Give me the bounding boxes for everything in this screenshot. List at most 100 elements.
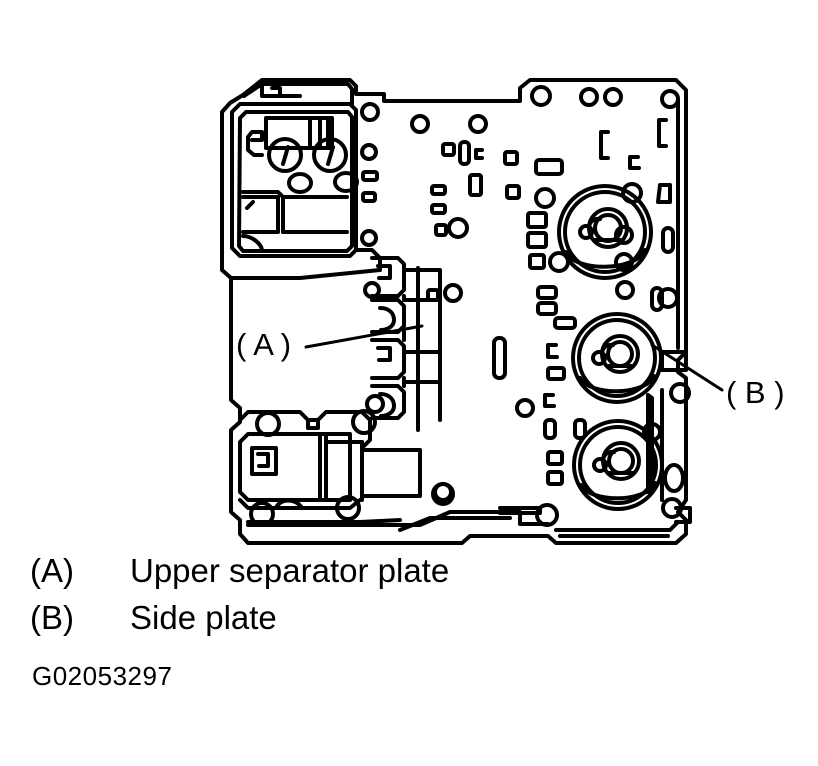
mid-left-step-edge — [229, 268, 382, 280]
lower-left-inner-box — [250, 446, 278, 476]
upper-left-small-slot — [245, 200, 255, 210]
port-rect-m1 — [441, 142, 456, 157]
figure-id-code: G02053297 — [32, 661, 173, 691]
port-hook-c13 — [543, 393, 556, 408]
solenoid-port-small-center — [287, 172, 313, 194]
port-hole-r13 — [669, 382, 691, 404]
port-rect-c12 — [546, 366, 566, 381]
bolt-hole-top-3 — [468, 114, 488, 134]
bolt-hole-top-5 — [579, 87, 599, 107]
legend-row-a: (A) Upper separator plate — [30, 552, 590, 599]
upper-left-round-corner — [241, 234, 264, 253]
port-slot-m10 — [492, 336, 507, 380]
port-bracket-r1 — [599, 130, 610, 160]
port-rect-c5 — [526, 211, 548, 229]
bolt-hole-left-3 — [363, 281, 381, 299]
mid-left-hook-3 — [376, 346, 392, 362]
legend-text-a: Upper separator plate — [130, 552, 450, 589]
bottom-flange-line-2 — [398, 516, 512, 532]
port-rect-m5 — [430, 203, 447, 215]
port-rect-m6 — [434, 223, 448, 237]
port-slot-c10 — [536, 301, 558, 316]
port-rect-m12 — [468, 173, 483, 197]
solenoid-port-right — [312, 137, 348, 173]
legend-row-b: (B) Side plate — [30, 599, 590, 646]
bolt-hole-bottom-4 — [535, 503, 559, 527]
lower-left-flange — [238, 498, 362, 510]
port-hole-c14 — [515, 398, 535, 418]
callout-label-b: ( B ) — [726, 375, 785, 410]
bolt-hole-left-2 — [360, 229, 378, 247]
mid-left-hook-1 — [376, 264, 392, 280]
bottom-flange-line-1 — [246, 510, 550, 527]
port-slot-m2 — [458, 140, 471, 166]
bolt-hole-bottom-3 — [431, 482, 455, 506]
bolt-hole-top-4 — [530, 85, 552, 107]
legend-marker-b: (B) — [30, 599, 74, 636]
lower-left-shelf — [360, 448, 422, 498]
mid-left-shelf-3 — [402, 350, 442, 384]
port-rect-m9 — [426, 288, 440, 302]
port-hole-r15 — [661, 497, 683, 519]
port-slot-c15 — [543, 418, 557, 440]
mid-left-boss-1 — [370, 256, 406, 298]
legend-text-b: Side plate — [130, 599, 277, 636]
port-hole-r6 — [614, 225, 634, 245]
lower-left-step-top — [306, 418, 320, 430]
bolt-hole-top-6 — [603, 87, 623, 107]
lower-left-inner-hook — [256, 452, 270, 468]
port-hole-r10 — [615, 280, 635, 300]
bolt-hole-bottom-2 — [335, 495, 361, 521]
port-slot-c16 — [573, 418, 587, 440]
bolt-hole-left-4 — [365, 394, 385, 414]
port-hole-c4 — [534, 187, 556, 209]
port-slot-r8 — [661, 226, 675, 254]
lower-left-flange-arc — [274, 498, 304, 510]
lower-left-bottom-lip — [246, 518, 402, 524]
lower-left-block-body — [238, 432, 352, 502]
valve-body-outline — [220, 78, 688, 545]
port-rect-c2 — [534, 158, 564, 176]
solenoid-port-right-slash — [326, 145, 335, 166]
bottom-flange-right — [554, 520, 680, 532]
mid-left-hook-2 — [378, 306, 396, 332]
callout-label-a: ( A ) — [236, 327, 292, 362]
port-hook-c11 — [546, 343, 559, 359]
upper-left-block-inner — [237, 110, 354, 253]
port-hook-r5 — [628, 155, 641, 170]
port-bracket-r2 — [657, 118, 668, 148]
port-tri-r3 — [656, 183, 672, 204]
mid-left-boss-3 — [370, 338, 406, 380]
upper-left-block-notch — [260, 82, 302, 98]
bolt-hole-top-2 — [410, 114, 430, 134]
accumulator-boss-lower — [572, 419, 664, 511]
port-hole-r11 — [657, 287, 679, 309]
port-slot-c9 — [536, 285, 558, 300]
leader-line-b — [650, 343, 724, 392]
accumulator-boss-upper — [557, 184, 653, 280]
solenoid-port-left — [267, 137, 303, 173]
port-rect-c17 — [546, 450, 564, 466]
leader-line-a — [304, 324, 424, 349]
solenoid-port-small-right — [333, 171, 359, 193]
bolt-hole-top-7 — [660, 89, 680, 109]
figure-legend: (A) Upper separator plate (B) Side plate — [30, 552, 590, 646]
mid-left-boss-4 — [370, 384, 406, 420]
upper-left-block-top-lip — [242, 82, 354, 106]
mid-left-shelf-1 — [402, 268, 442, 302]
legend-marker-a: (A) — [30, 552, 74, 589]
accumulator-boss-middle — [571, 312, 663, 404]
bolt-hole-left-1 — [360, 143, 378, 161]
port-slot-c19 — [553, 316, 577, 330]
port-hole-m8 — [443, 283, 463, 303]
solenoid-port-left-slash — [281, 145, 290, 166]
port-rect-c6 — [526, 231, 548, 249]
port-rect-c1 — [503, 150, 519, 166]
port-slot-left-2 — [361, 191, 377, 203]
bolt-hole-mid-left — [351, 409, 377, 435]
port-hook-m3 — [474, 148, 484, 160]
upper-left-hook-a — [270, 86, 282, 98]
bolt-hole-mid-left2 — [255, 411, 281, 437]
